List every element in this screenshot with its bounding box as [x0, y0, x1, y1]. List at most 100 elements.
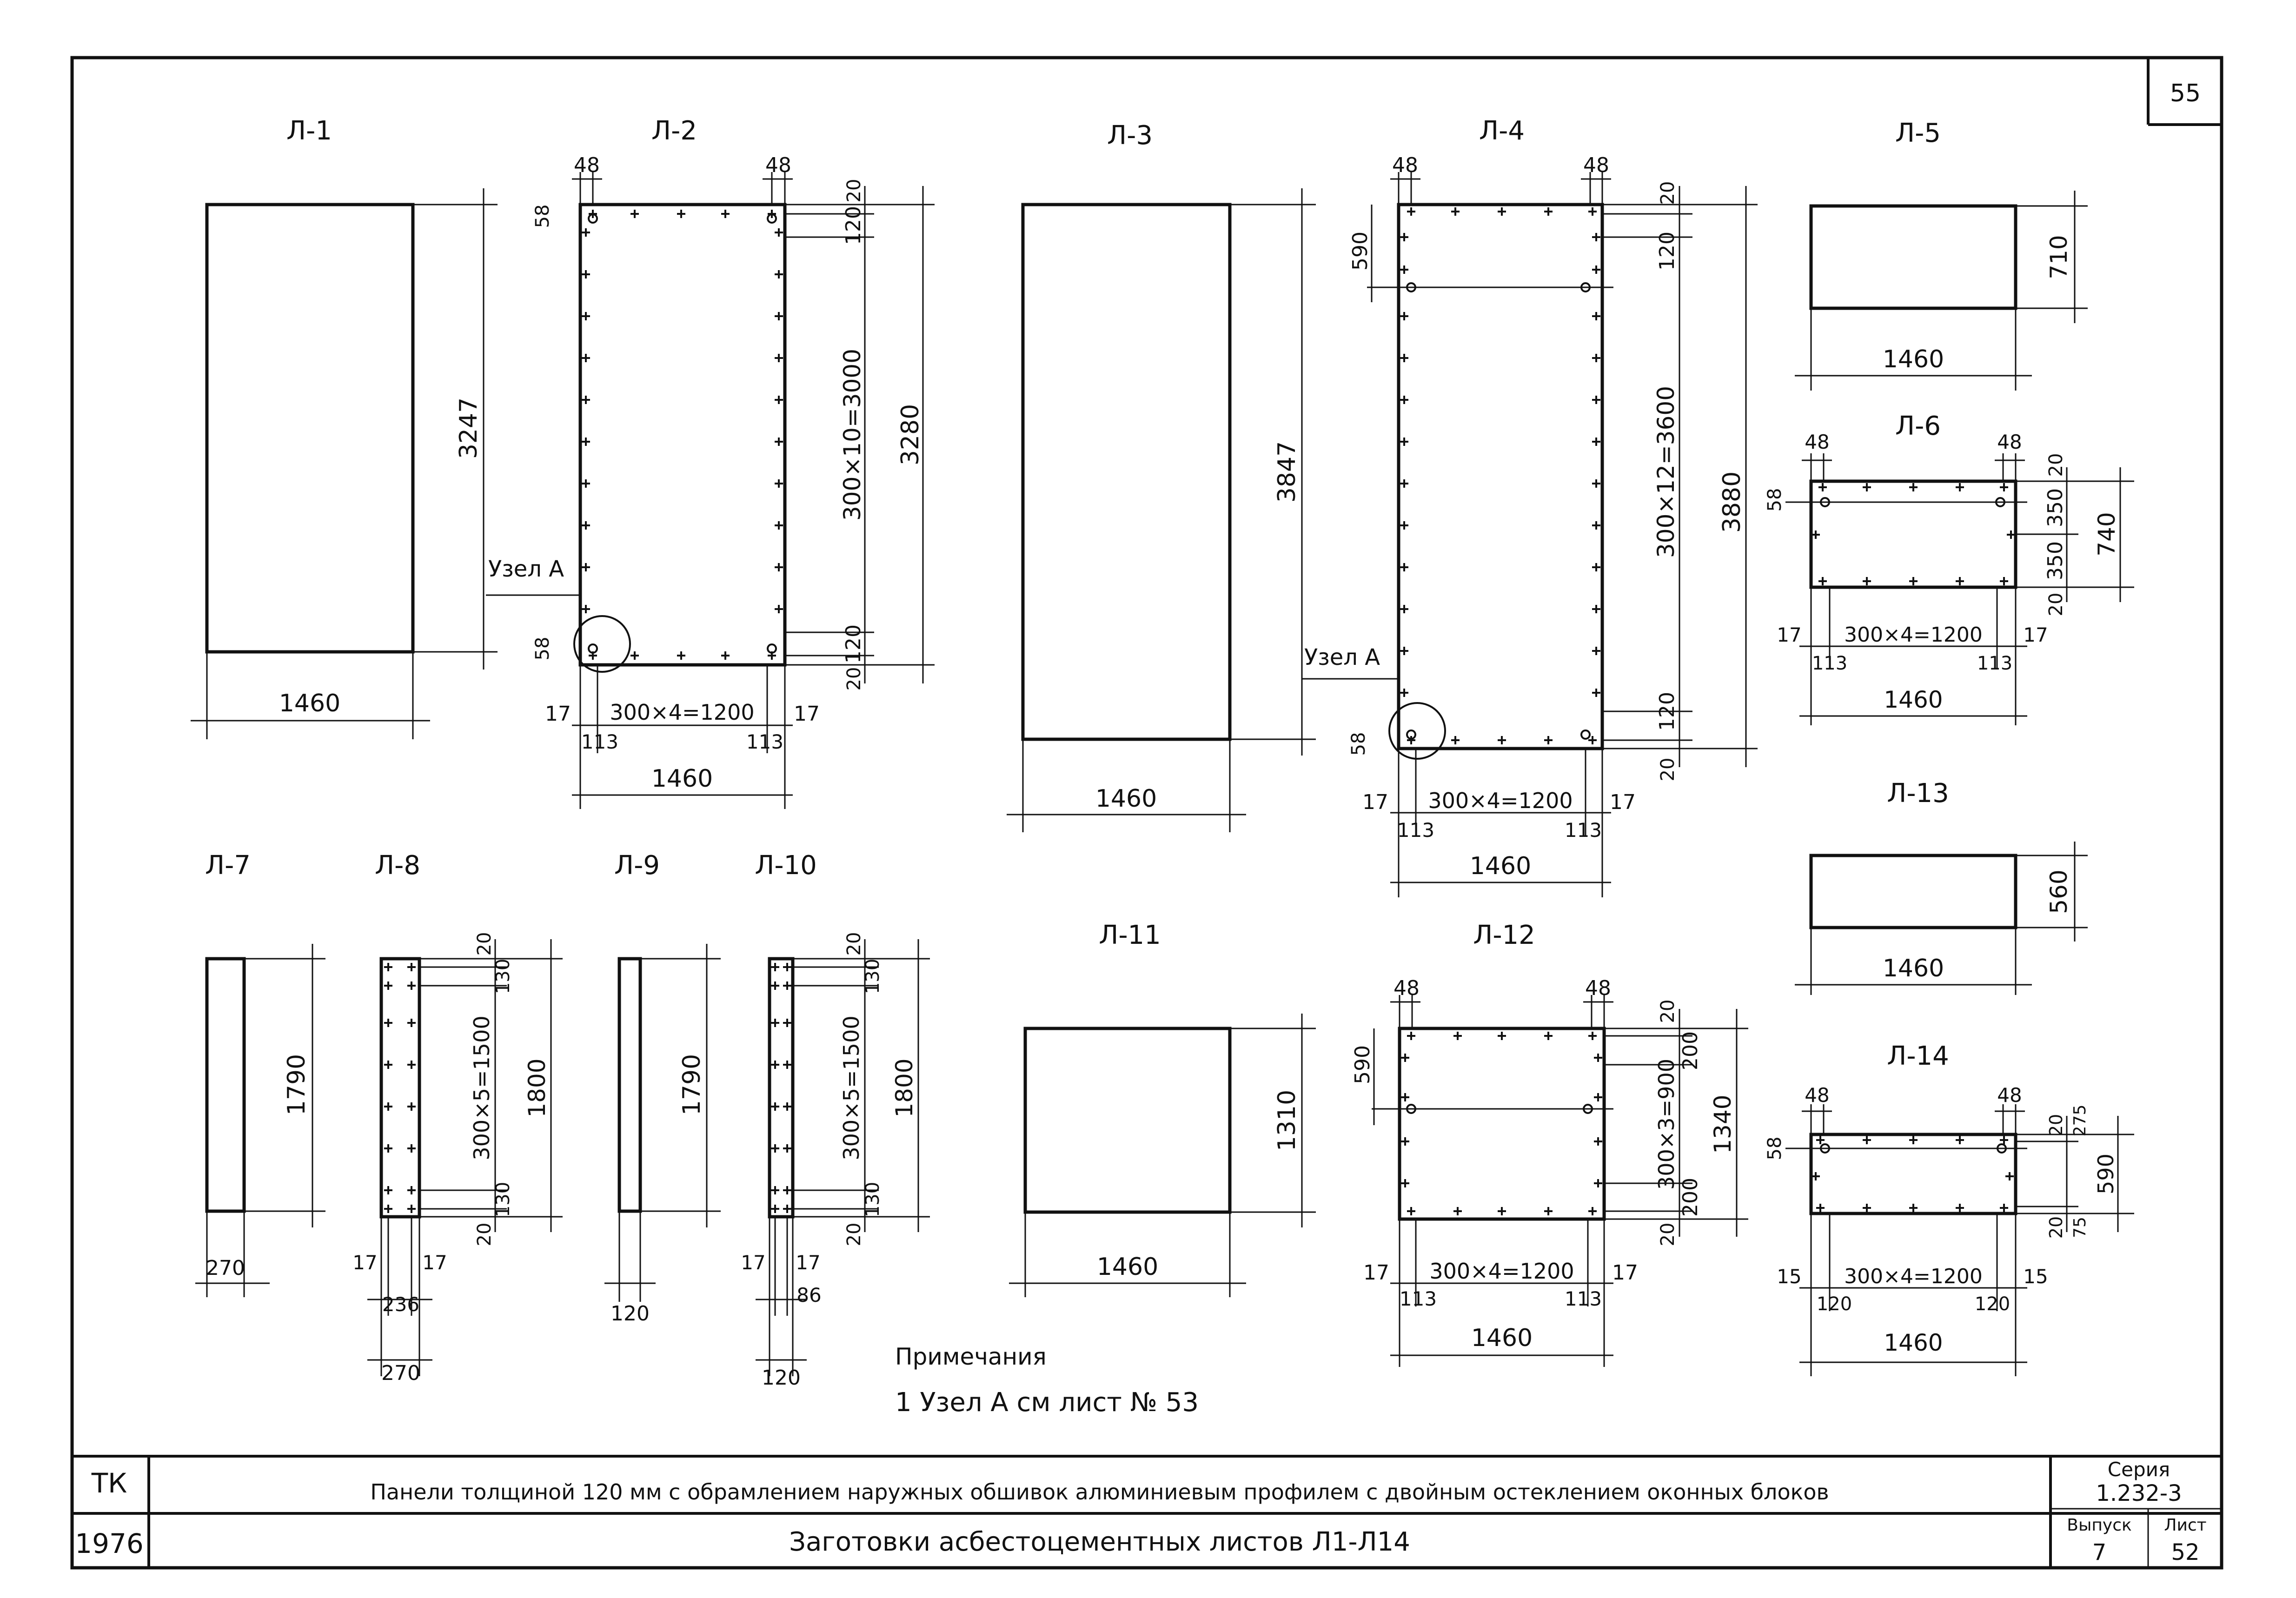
- end-bottom: 200: [1679, 1178, 1702, 1217]
- side-left: 17: [352, 1251, 377, 1274]
- width-dimension: 1460: [1884, 686, 1943, 713]
- height-dimension: 740: [2093, 512, 2120, 556]
- pitch-width: 300×4=1200: [1428, 788, 1573, 813]
- width-dimension: 1460: [1470, 852, 1531, 880]
- inset-right: 113: [1565, 819, 1602, 842]
- inner-width: 86: [796, 1284, 821, 1306]
- edge-left: 48: [1394, 976, 1420, 1000]
- bottom-margin: 20: [843, 1223, 865, 1247]
- width-dimension: 1460: [1095, 785, 1157, 813]
- inset-right: 113: [1977, 653, 2012, 674]
- top-gap: 58: [532, 205, 553, 228]
- sheet-outline: [205, 957, 246, 1213]
- panel-l6: Л-6 48 48 58 20 20 350 350 740 17 17 300: [1764, 411, 2134, 725]
- half-bottom: 350: [2044, 541, 2067, 580]
- end-bottom: 130: [862, 1182, 883, 1217]
- width-dimension: 1460: [1883, 955, 1944, 982]
- edge-right: 48: [1585, 976, 1611, 1000]
- top-margin: 20: [1657, 1000, 1679, 1023]
- fastener-marks: [1811, 1135, 2015, 1213]
- bottom-gap: 58: [1348, 732, 1369, 756]
- panel-title: Л-2: [651, 116, 697, 146]
- sheet-outline: [1021, 203, 1232, 741]
- side-left: 17: [545, 702, 571, 726]
- sheet-outline: [1398, 1027, 1606, 1221]
- inset-right: 113: [1565, 1287, 1602, 1310]
- end-top: 120: [842, 206, 865, 245]
- width-dimension: 270: [206, 1256, 245, 1280]
- side-left: 17: [1777, 623, 1801, 646]
- sheet-outline: [768, 957, 795, 1219]
- edge-right: 48: [1997, 1084, 2022, 1107]
- height-dimension: 3247: [455, 398, 483, 459]
- sheet-outline: [617, 957, 642, 1213]
- page-number: 55: [2170, 80, 2201, 107]
- inset-left: 113: [1397, 819, 1434, 842]
- top-gap: 58: [1764, 1137, 1785, 1160]
- inner-height: 300×5=1500: [839, 1015, 864, 1160]
- top-margin: 20: [2045, 453, 2067, 477]
- height-dimension: 3280: [896, 404, 924, 465]
- panel-l1: Л-1 3247 1460: [191, 116, 498, 739]
- fastener-marks: [770, 962, 792, 1214]
- inset-left: 113: [1812, 653, 1847, 674]
- sheet-outline: [1809, 854, 2017, 929]
- width-dimension: 1460: [1471, 1324, 1533, 1352]
- panel-title: Л-7: [205, 850, 251, 881]
- top-gap: 590: [1348, 232, 1372, 271]
- panel-l11: Л-11 1310 1460: [1009, 920, 1316, 1297]
- inset-left: 120: [1817, 1293, 1852, 1315]
- height-dimension: 1800: [891, 1058, 918, 1117]
- series-label: Серия: [2108, 1458, 2170, 1481]
- height-dimension: 560: [2045, 869, 2072, 914]
- sheet-outline: [578, 203, 787, 667]
- width-dimension: 1460: [651, 765, 713, 793]
- inner-height: 300×10=3000: [839, 349, 866, 521]
- bottom-margin: 20: [474, 1223, 495, 1247]
- height-dimension: 1800: [524, 1058, 551, 1117]
- width-dimension: 270: [381, 1361, 420, 1385]
- notes: Примечания 1 Узел А см лист № 53: [895, 1343, 1199, 1418]
- inner-width: 236: [382, 1293, 419, 1316]
- drawing-subtitle: Заготовки асбестоцементных листов Л1-Л14: [789, 1527, 1410, 1557]
- sheet-outline: [1809, 204, 2017, 310]
- side-right: 17: [1612, 1261, 1638, 1285]
- issue-value: 7: [2092, 1539, 2107, 1565]
- top-margin: 20: [843, 179, 865, 203]
- half-top: 350: [2044, 488, 2067, 527]
- side-right: 17: [796, 1251, 820, 1274]
- panel-l7: Л-7 1790 270: [195, 850, 325, 1297]
- title-block: ТК 1976 Панели толщиной 120 мм с обрамле…: [72, 1455, 2222, 1568]
- fastener-marks: [1811, 482, 2016, 586]
- end-top: 130: [492, 959, 514, 994]
- end-top: 120: [1655, 232, 1679, 271]
- year: 1976: [75, 1528, 144, 1559]
- edge-left: 48: [574, 153, 600, 177]
- panel-title: Л-9: [614, 850, 660, 881]
- panel-l10: Л-10 20 20 130 130 300×5=1500 1800 17: [741, 850, 930, 1390]
- side-left: 15: [1777, 1265, 1801, 1288]
- fastener-marks: [581, 209, 784, 661]
- sheet-outline: [1397, 203, 1604, 750]
- top-margin: 20: [2046, 1114, 2066, 1136]
- panel-title: Л-6: [1895, 411, 1941, 441]
- panel-title: Л-12: [1473, 920, 1535, 950]
- panel-title: Л-10: [755, 850, 817, 881]
- sheet-outline: [379, 957, 421, 1219]
- end-bottom: 75: [2070, 1217, 2090, 1238]
- side-left: 17: [741, 1251, 765, 1274]
- pitch-width: 300×4=1200: [1844, 623, 1983, 647]
- panel-title: Л-14: [1887, 1041, 1949, 1071]
- sheet-outline: [205, 203, 415, 654]
- side-right: 17: [794, 702, 820, 726]
- edge-left: 48: [1392, 153, 1418, 177]
- width-dimension: 1460: [279, 690, 340, 717]
- issue-label: Выпуск: [2067, 1516, 2132, 1535]
- sheet-label: Лист: [2164, 1516, 2206, 1535]
- height-dimension: 1340: [1709, 1094, 1736, 1154]
- panel-title: Л-11: [1099, 920, 1161, 950]
- end-top: 130: [862, 959, 883, 994]
- fastener-marks: [1400, 1031, 1603, 1216]
- inner-height: 300×3=900: [1654, 1059, 1679, 1190]
